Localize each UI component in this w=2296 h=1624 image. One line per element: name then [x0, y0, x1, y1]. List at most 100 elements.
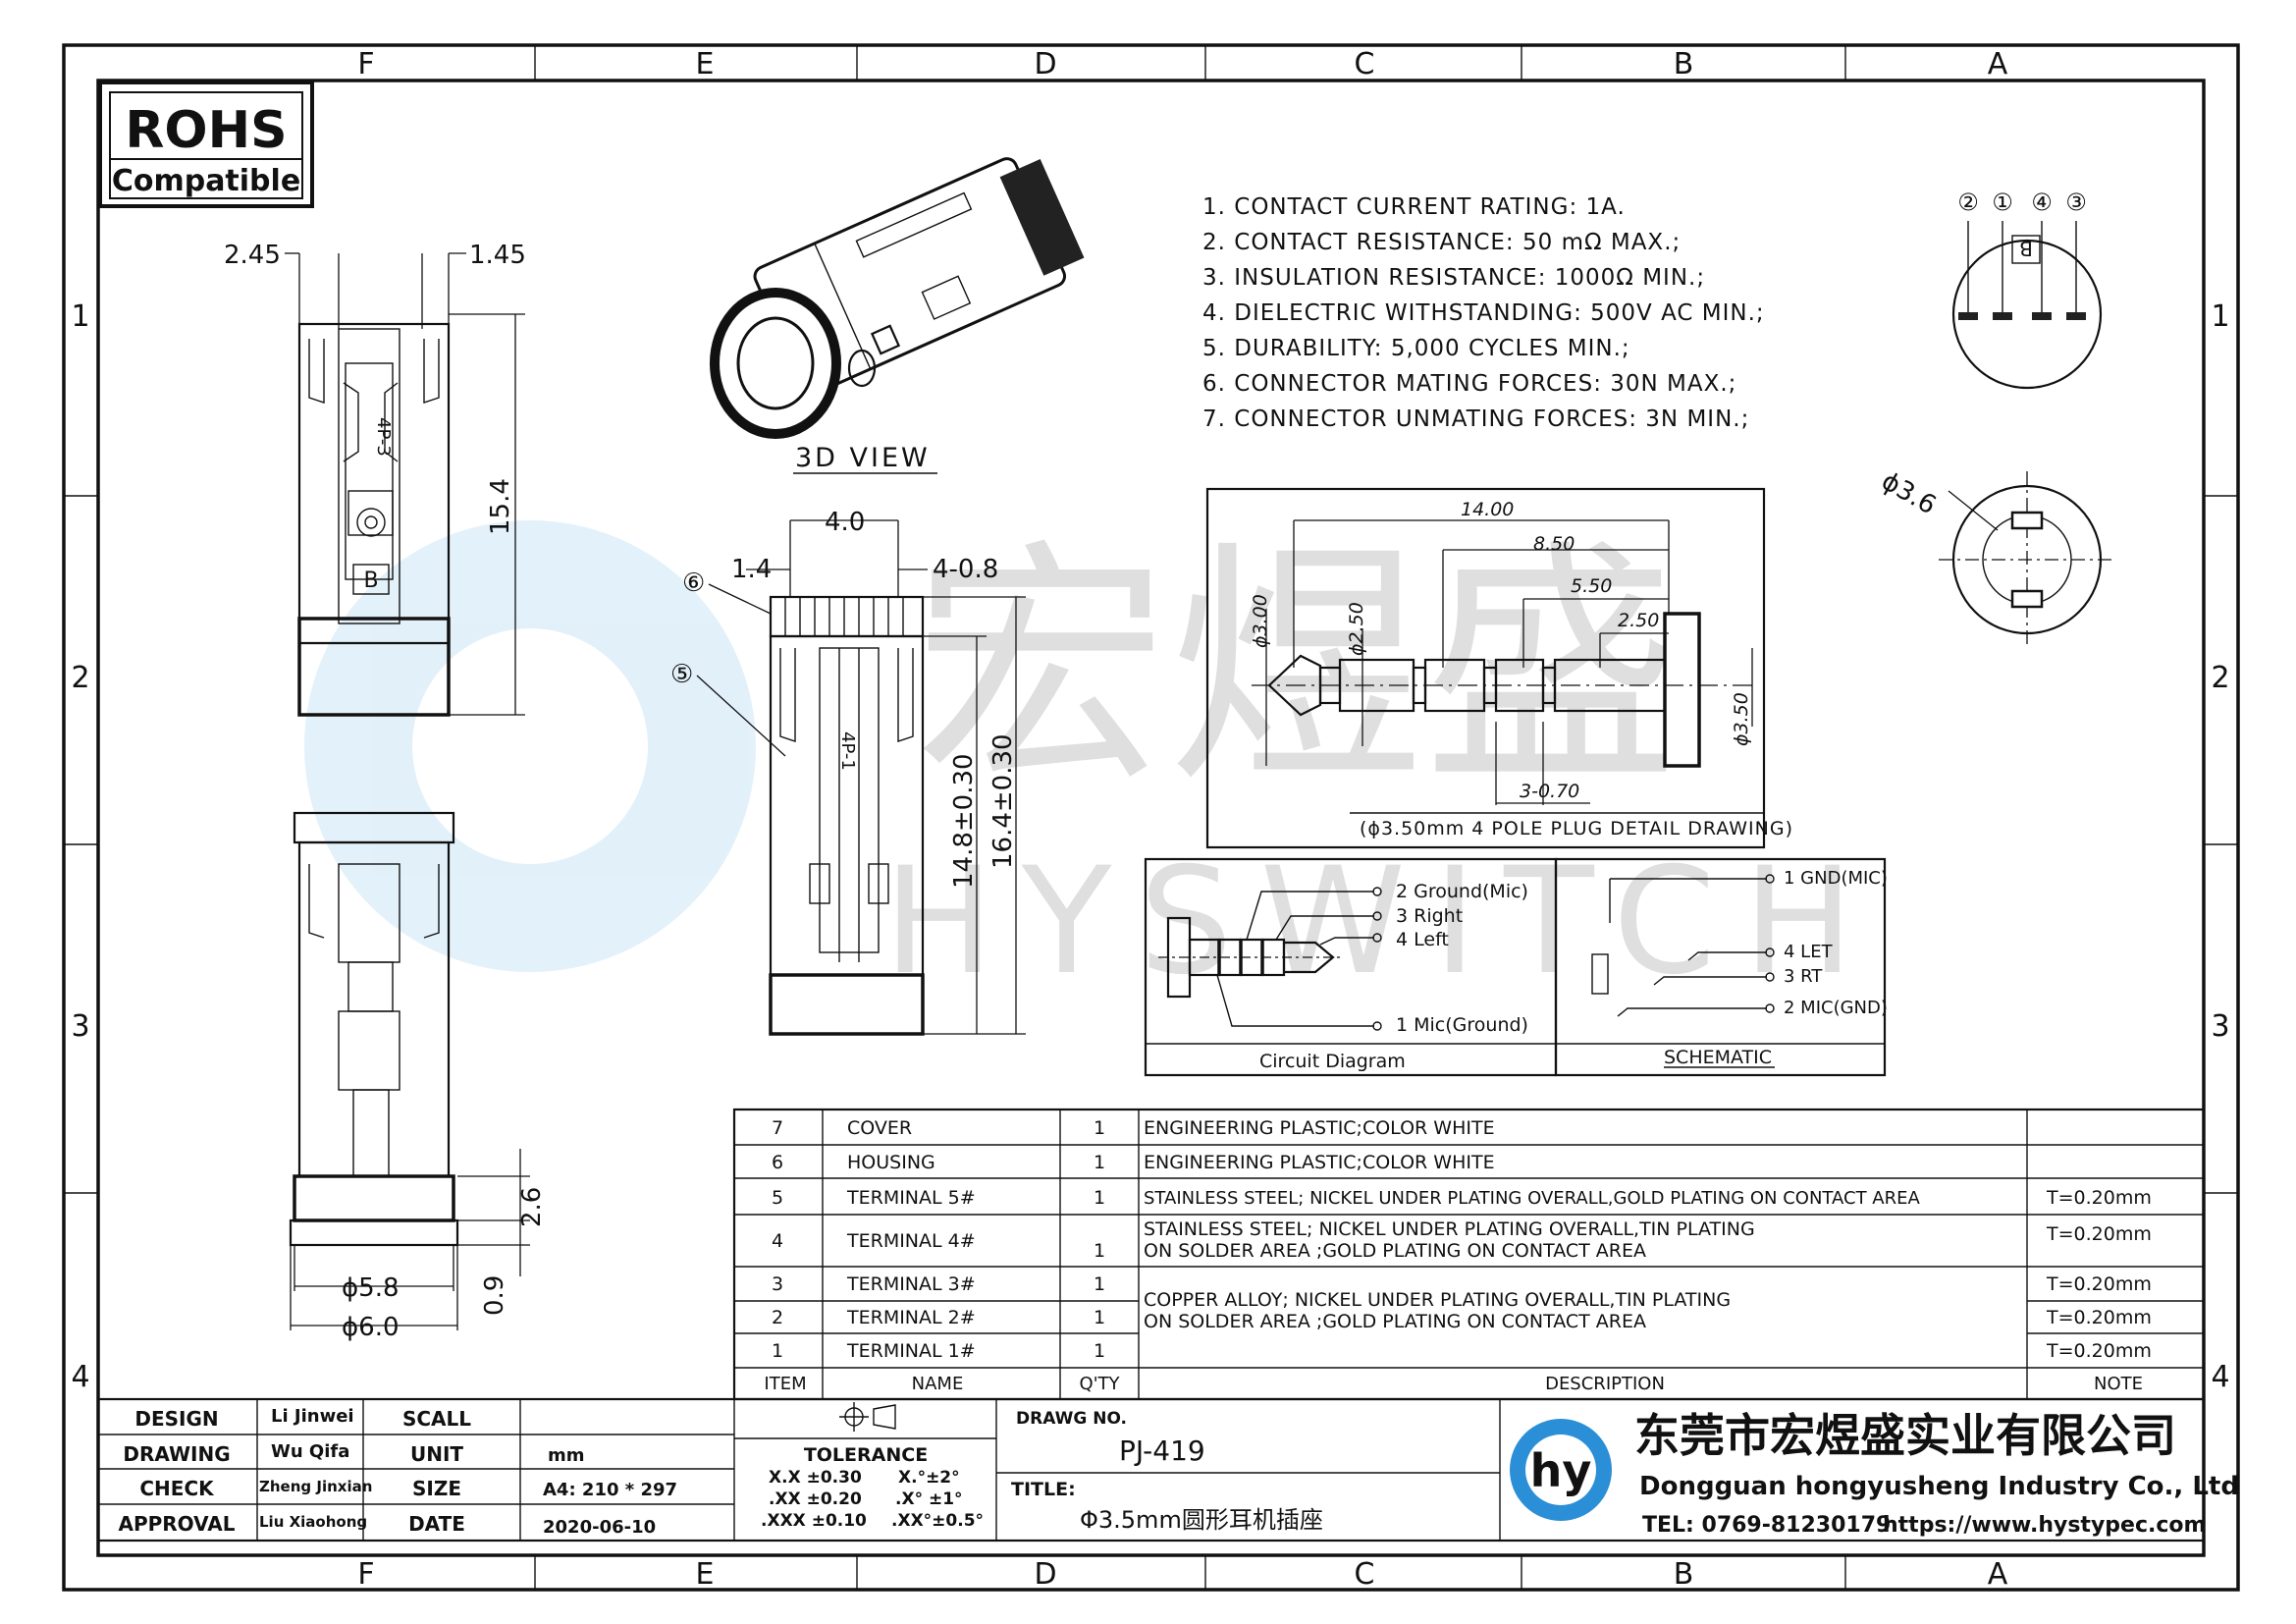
schematic-label: 1 GND(MIC) — [1784, 868, 1888, 889]
bom-name: TERMINAL 1# — [846, 1340, 976, 1362]
schematic-caption: SCHEMATIC — [1664, 1047, 1772, 1068]
drawing-value: Wu Qifa — [271, 1441, 349, 1462]
company-logo: hy — [1510, 1419, 1612, 1521]
dim-1-45: 1.45 — [469, 241, 526, 270]
bom-desc: STAINLESS STEEL; NICKEL UNDER PLATING OV… — [1144, 1218, 1755, 1240]
plug-dim: 5.50 — [1571, 575, 1612, 597]
bom-desc: STAINLESS STEEL; NICKEL UNDER PLATING OV… — [1144, 1188, 1921, 1209]
pin-number: ① — [1992, 189, 2013, 216]
tolerance-value: .XX°±0.5° — [891, 1511, 984, 1531]
tolerance-value: X.°±2° — [898, 1468, 960, 1488]
zone-row-left: 2 — [71, 661, 89, 695]
bom-name: HOUSING — [847, 1152, 935, 1173]
bom-desc-2: ON SOLDER AREA ;GOLD PLATING ON CONTACT … — [1144, 1240, 1646, 1262]
title-label: TITLE: — [1011, 1479, 1076, 1500]
tolerance-value: .XXX ±0.10 — [761, 1511, 867, 1531]
bom-qty: 1 — [1094, 1152, 1105, 1173]
pin-number: ② — [1957, 189, 1979, 216]
zone-col-bottom: E — [696, 1557, 715, 1592]
bom-name: TERMINAL 3# — [846, 1273, 976, 1295]
circuit-label: 1 Mic(Ground) — [1396, 1014, 1528, 1036]
bom-qty: 1 — [1094, 1240, 1105, 1262]
design-value: Li Jinwei — [271, 1406, 354, 1427]
pin-label: 4P-3 — [373, 417, 394, 457]
zone-col-top: D — [1034, 47, 1056, 81]
dim-16-4: 16.4±0.30 — [988, 733, 1018, 869]
plug-dim: ϕ3.50 — [1731, 692, 1752, 746]
zone-ticks — [64, 45, 2238, 1590]
3d-view-label: 3D VIEW — [795, 443, 931, 473]
company-name-cn: 东莞市宏煜盛实业有限公司 — [1634, 1409, 2176, 1462]
zone-col-top: A — [1988, 47, 2008, 81]
diameter-circle: ϕ3.6 — [1877, 466, 2115, 648]
circuit-label: 2 Ground(Mic) — [1396, 881, 1528, 902]
drawg-no-label: DRAWG NO. — [1016, 1409, 1127, 1429]
bom-item: 7 — [772, 1117, 783, 1139]
scall-label: SCALL — [402, 1407, 471, 1431]
watermark-en: HYSWITCH — [883, 837, 1882, 1007]
left-bottom-view: ϕ5.8 ϕ6.0 2.6 0.9 — [289, 811, 547, 1342]
schematic-label: 2 MIC(GND) — [1784, 998, 1888, 1018]
plug-dim: ϕ3.00 — [1250, 594, 1271, 648]
bom-note: T=0.20mm — [2046, 1307, 2152, 1328]
zone-col-bottom: F — [357, 1557, 374, 1592]
approval-value: Liu Xiaohong — [259, 1513, 367, 1531]
circuit-panel: 2 Ground(Mic) 3 Right 4 Left 1 Mic(Groun… — [1144, 857, 1888, 1077]
size-value: A4: 210 * 297 — [543, 1480, 677, 1500]
bom-item: 5 — [772, 1187, 783, 1209]
spec-item: 1. CONTACT CURRENT RATING: 1A. — [1202, 194, 1626, 220]
check-label: CHECK — [139, 1477, 215, 1500]
bom-header-desc: DESCRIPTION — [1545, 1374, 1665, 1394]
plug-dim: ϕ2.50 — [1346, 602, 1367, 656]
date-value: 2020-06-10 — [543, 1517, 656, 1538]
dim-15-4: 15.4 — [486, 478, 515, 535]
inner-border — [96, 79, 2206, 1557]
title-block: DESIGN DRAWING CHECK APPROVAL SCALL UNIT… — [96, 1397, 2239, 1543]
circuit-label: 4 Left — [1396, 929, 1449, 950]
zone-col-top: C — [1355, 47, 1375, 81]
watermark-cn: 宏煜盛 — [913, 520, 1679, 817]
tolerance-value: .X° ±1° — [895, 1489, 963, 1509]
zone-row-right: 1 — [2211, 299, 2229, 334]
bom-item: 2 — [772, 1307, 783, 1328]
b-mark: B — [363, 568, 378, 593]
zone-row-right: 3 — [2211, 1009, 2229, 1044]
rohs-subtitle: Compatible — [112, 164, 300, 198]
bom-qty: 1 — [1094, 1273, 1105, 1295]
zone-row-right: 4 — [2211, 1360, 2229, 1394]
dim-2-6: 2.6 — [517, 1187, 547, 1227]
projection-symbol — [839, 1402, 896, 1432]
b-mark: B — [2019, 237, 2033, 260]
zone-row-right: 2 — [2211, 661, 2229, 695]
bom-note: T=0.20mm — [2046, 1223, 2152, 1245]
bom-desc: ENGINEERING PLASTIC;COLOR WHITE — [1144, 1152, 1495, 1173]
outer-border — [62, 43, 2240, 1592]
dim-0-9: 0.9 — [480, 1275, 509, 1316]
zone-col-top: F — [357, 47, 374, 81]
plug-dim: 3-0.70 — [1520, 781, 1579, 802]
zone-col-top: B — [1674, 47, 1694, 81]
company-tel: TEL: 0769-81230179 — [1642, 1513, 1891, 1538]
zone-col-bottom: A — [1988, 1557, 2008, 1592]
zone-row-left: 4 — [71, 1360, 89, 1394]
bom-qty: 1 — [1094, 1307, 1105, 1328]
unit-value: mm — [548, 1445, 585, 1466]
bom-name: COVER — [847, 1117, 912, 1139]
dim-1-4: 1.4 — [731, 555, 772, 584]
bom-name: TERMINAL 2# — [846, 1307, 976, 1328]
unit-label: UNIT — [410, 1442, 463, 1466]
drawg-no-value: PJ-419 — [1119, 1435, 1205, 1467]
rohs-badge: ROHS Compatible — [98, 81, 314, 208]
pin-label: 4P-1 — [837, 731, 858, 771]
bom-item: 3 — [772, 1273, 783, 1295]
bom-shared-desc-2: ON SOLDER AREA ;GOLD PLATING ON CONTACT … — [1144, 1311, 1646, 1332]
callout-6: ⑥ — [682, 568, 705, 598]
bom-header-qty: Q'TY — [1079, 1374, 1120, 1394]
plug-caption: (ϕ3.50mm 4 POLE PLUG DETAIL DRAWING) — [1360, 818, 1793, 839]
bom-item: 1 — [772, 1340, 783, 1362]
bom-qty: 1 — [1094, 1340, 1105, 1362]
circuit-label: 3 Right — [1396, 905, 1463, 927]
dim-4-0-8: 4-0.8 — [933, 555, 998, 584]
specs-list: 1. CONTACT CURRENT RATING: 1A. 2. CONTAC… — [1202, 194, 1764, 432]
